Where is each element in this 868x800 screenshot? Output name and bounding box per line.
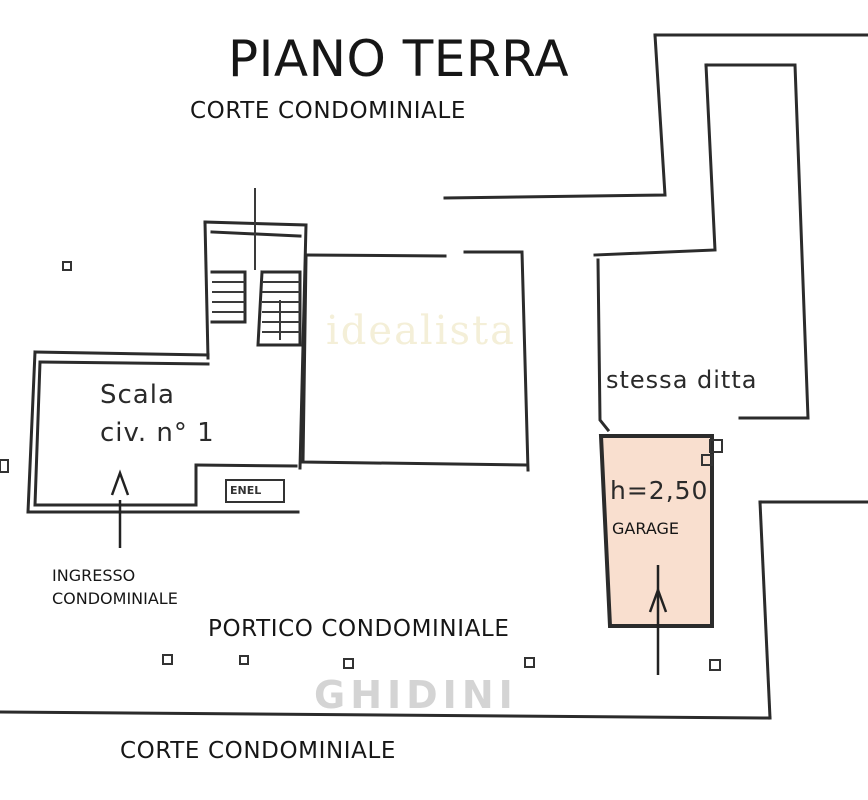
ghidini-watermark: GHIDINI — [314, 673, 518, 717]
enel-meter-box — [225, 479, 285, 503]
stair-treads — [212, 188, 300, 340]
enel-label: ENEL — [230, 484, 262, 497]
idealista-watermark: idealista — [326, 308, 516, 354]
plan-title: PIANO TERRA — [228, 30, 570, 88]
ingresso-label-line1: INGRESSO — [52, 566, 136, 585]
scala-label-line2: civ. n° 1 — [100, 418, 215, 448]
entrance-arrows — [110, 469, 668, 675]
corte-bottom-label: CORTE CONDOMINIALE — [120, 738, 397, 764]
stessa-ditta-label: stessa ditta — [606, 366, 758, 394]
column-markers — [0, 261, 723, 671]
ingresso-label-line2: CONDOMINIALE — [52, 589, 178, 608]
garage-height-label: h=2,50 — [610, 476, 709, 505]
portico-label: PORTICO CONDOMINIALE — [208, 616, 510, 642]
garage-room[interactable] — [598, 434, 714, 628]
garage-label: GARAGE — [612, 519, 679, 538]
corte-top-label: CORTE CONDOMINIALE — [190, 98, 467, 124]
scala-label-line1: Scala — [100, 380, 175, 410]
